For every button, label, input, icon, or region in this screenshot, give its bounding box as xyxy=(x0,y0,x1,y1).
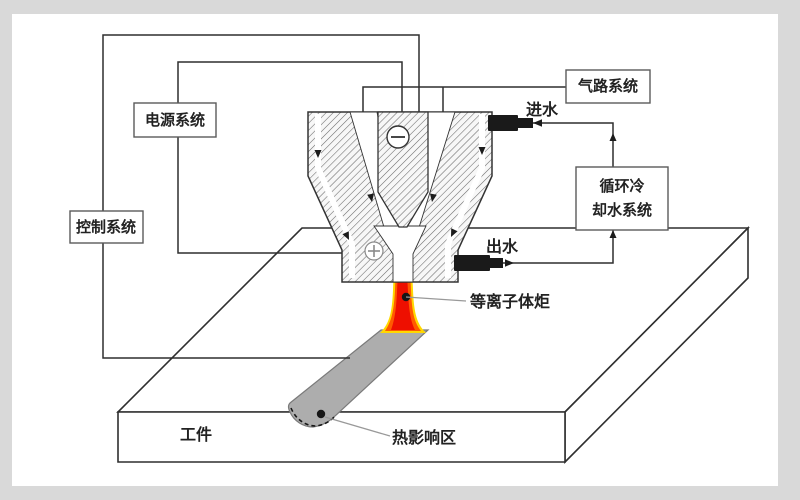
free-labels: 进水 出水 等离子体炬 工件 热影响区 xyxy=(180,100,559,447)
weld-seam-strip xyxy=(287,329,430,428)
water-outlet-connector xyxy=(454,255,503,271)
cooling-system-box xyxy=(575,166,669,231)
cooling-flow-arrow-icon xyxy=(342,231,349,240)
water-inlet-pipe xyxy=(533,122,614,167)
flame-core xyxy=(391,238,415,330)
water-inlet-label: 进水 xyxy=(526,100,559,119)
gas-line xyxy=(362,86,566,122)
water-inlet-arrow-icon xyxy=(533,119,542,127)
workpiece-label: 工件 xyxy=(180,425,212,444)
weld-seam xyxy=(287,329,430,428)
anode-plus-icon xyxy=(364,241,384,261)
circuit-lines xyxy=(102,34,617,359)
cooling-system-label-line2: 却水系统 xyxy=(592,201,652,219)
water-channel-right xyxy=(445,114,485,278)
water-outlet-pipe xyxy=(503,230,614,264)
water-up-arrow-icon xyxy=(609,133,617,141)
water-return-arrow-icon xyxy=(609,230,617,238)
water-outlet-arrow-icon xyxy=(505,259,514,267)
torch-leader-line xyxy=(405,296,467,302)
water-inlet-connector xyxy=(488,115,533,131)
control-system-label: 控制系统 xyxy=(76,218,136,236)
gas-flow-arrow-icon xyxy=(429,193,437,202)
haz-marker-dot xyxy=(316,409,326,419)
water-outlet-label: 出水 xyxy=(486,237,519,256)
control-system-wire xyxy=(102,34,420,359)
power-system-wire xyxy=(177,61,403,254)
system-boxes: 电源系统 控制系统 气路系统 循环冷 却水系统 xyxy=(69,69,669,244)
cooling-system-label-line1: 循环冷 xyxy=(599,177,644,195)
power-system-label: 电源系统 xyxy=(145,111,205,129)
heat-affected-zone-label: 热影响区 xyxy=(392,428,456,447)
cooling-flow-arrow-icon xyxy=(314,150,322,158)
torch-body xyxy=(307,111,533,283)
gas-system-label: 气路系统 xyxy=(577,77,638,95)
gas-system-box xyxy=(565,69,651,104)
water-channel-left xyxy=(315,114,355,278)
nozzle-bore xyxy=(373,225,427,283)
power-system-box xyxy=(133,102,217,138)
annotations xyxy=(324,292,467,437)
workpiece-front-face xyxy=(117,411,566,463)
haz-leader-line xyxy=(324,416,391,437)
heat-affected-zone-arc xyxy=(290,407,336,427)
gas-flow-arrow-icon xyxy=(367,193,375,202)
control-system-box xyxy=(69,210,144,244)
cooling-flow-arrow-icon xyxy=(478,147,486,155)
cooling-flow-arrow-icon xyxy=(451,228,458,237)
workpiece-slab xyxy=(116,226,750,464)
plasma-torch-label: 等离子体炬 xyxy=(469,292,550,311)
cathode-minus-icon xyxy=(386,125,410,149)
